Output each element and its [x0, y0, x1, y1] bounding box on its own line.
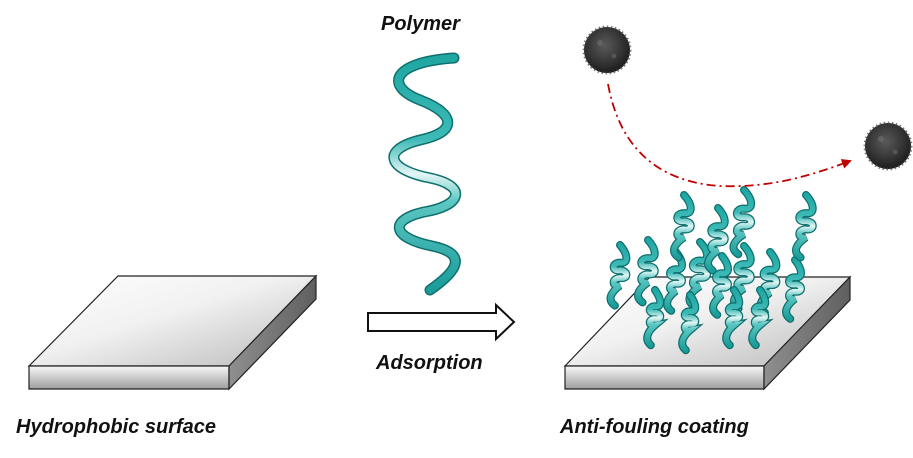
- polymer-brushes: [606, 186, 817, 355]
- polymer-strand-highlight: [793, 192, 816, 261]
- foulant-particle-repelled-icon: [863, 121, 913, 171]
- polymer-strand-highlight: [686, 239, 710, 309]
- polymer-strand-highlight: [710, 253, 731, 318]
- polymer-strand-highlight: [644, 287, 665, 348]
- foulant-particle-icon: [582, 25, 632, 75]
- process-arrow-icon: [367, 302, 516, 342]
- polymer-strand-highlight: [705, 205, 728, 274]
- foulant-trajectory-arrow: [607, 83, 852, 188]
- hydrophobic-surface-slab: [27, 274, 318, 391]
- antifouling-coating-label: Anti-fouling coating: [560, 416, 749, 438]
- polymer-strand-highlight: [731, 243, 754, 312]
- polymer-strand-highlight: [783, 257, 804, 322]
- polymer-strand-highlight: [757, 249, 780, 316]
- polymer-strand-highlight: [664, 249, 685, 314]
- polymer-strand-highlight: [730, 187, 754, 257]
- polymer-strand-highlight: [635, 237, 658, 306]
- polymer-strand-highlight: [671, 192, 694, 261]
- polymer-helix-icon: [388, 52, 461, 296]
- hydrophobic-surface-label: Hydrophobic surface: [16, 416, 217, 438]
- polymer-strand-highlight: [723, 287, 744, 348]
- polymer-strand-highlight: [607, 242, 630, 309]
- polymer-label: Polymer: [381, 13, 460, 35]
- polymer-strand-highlight: [749, 287, 770, 348]
- adsorption-label: Adsorption: [376, 352, 483, 374]
- polymer-strand-highlight: [679, 292, 700, 353]
